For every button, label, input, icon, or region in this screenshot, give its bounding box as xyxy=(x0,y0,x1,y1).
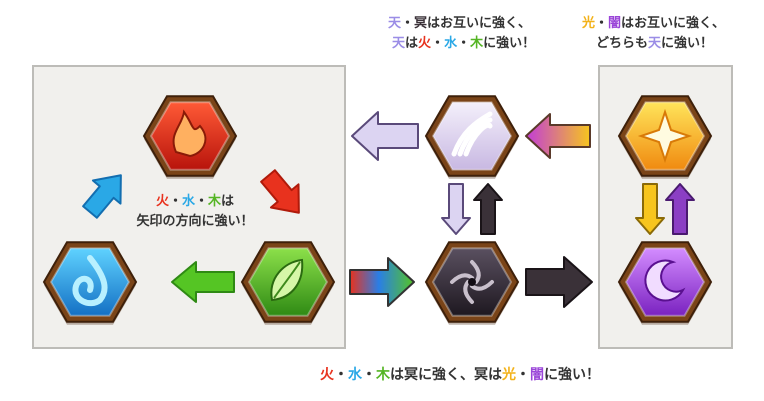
sep: ・ xyxy=(431,36,445,51)
arrow-dark-to-shadow-icon xyxy=(525,256,593,308)
wood-gem xyxy=(240,241,336,325)
arrow-sky-to-dark-icon xyxy=(441,183,471,235)
water-gem xyxy=(42,241,138,325)
caption-triangle-line1: 火・水・木は xyxy=(120,192,270,212)
caption-sky-dark-line1: 天・冥はお互いに強く、 xyxy=(388,14,535,34)
caption-sky-dark: 天・冥はお互いに強く、 天は火・水・木に強い！ xyxy=(388,14,535,54)
caption-text: は xyxy=(221,194,235,209)
water-label: 水 xyxy=(444,36,458,51)
caption-text: は xyxy=(405,36,419,51)
caption-bottom: 火・水・木は冥に強く、冥は光・闇に強い！ xyxy=(320,365,600,385)
wood-symbol-icon xyxy=(270,258,304,302)
shadow-gem xyxy=(617,241,713,325)
arrow-wood-to-water-icon xyxy=(171,261,235,303)
caption-sky-dark-line2: 天は火・水・木に強い！ xyxy=(388,34,535,54)
arrow-light-to-shadow-icon xyxy=(635,183,665,235)
arrow-light-to-sky-icon xyxy=(525,113,591,159)
wood-label: 木 xyxy=(470,36,484,51)
sep: ・ xyxy=(362,367,376,383)
sep: ・ xyxy=(168,194,182,209)
sky-symbol-icon xyxy=(451,111,493,157)
fire-label: 火 xyxy=(418,36,432,51)
arrow-shadow-to-light-icon xyxy=(665,183,695,235)
light-label: 光 xyxy=(582,16,596,31)
caption-triangle: 火・水・木は 矢印の方向に強い！ xyxy=(120,192,270,232)
caption-light-shadow-line2: どちらも天に強い！ xyxy=(582,34,725,54)
sky-label: 天 xyxy=(388,16,402,31)
sep: ・ xyxy=(401,16,415,31)
fire-gem xyxy=(142,95,238,179)
wood-label: 木 xyxy=(208,194,222,209)
dark-symbol-icon xyxy=(450,260,494,304)
caption-text: どちらも xyxy=(596,36,649,51)
dark-label: 冥 xyxy=(414,16,428,31)
caption-text: は冥に強く、冥は xyxy=(390,367,502,383)
sep: ・ xyxy=(516,367,530,383)
caption-text: に強い！ xyxy=(483,36,536,51)
sep: ・ xyxy=(195,194,209,209)
light-symbol-icon xyxy=(637,108,693,164)
arrow-sky-to-triangle-icon xyxy=(351,111,419,161)
light-label: 光 xyxy=(502,367,516,383)
wood-label: 木 xyxy=(376,367,390,383)
shadow-label: 闇 xyxy=(530,367,544,383)
caption-light-shadow: 光・闇はお互いに強く、 どちらも天に強い！ xyxy=(582,14,725,54)
caption-light-shadow-line1: 光・闇はお互いに強く、 xyxy=(582,14,725,34)
caption-text: に強い！ xyxy=(661,36,714,51)
dark-gem xyxy=(424,241,520,325)
fire-label: 火 xyxy=(155,194,169,209)
arrow-water-to-fire-icon xyxy=(82,174,122,219)
water-symbol-icon xyxy=(72,255,108,307)
sky-label: 天 xyxy=(648,36,662,51)
sky-label: 天 xyxy=(392,36,406,51)
water-label: 水 xyxy=(348,367,362,383)
sky-gem xyxy=(424,95,520,179)
shadow-symbol-icon xyxy=(644,259,686,302)
sep: ・ xyxy=(457,36,471,51)
fire-label: 火 xyxy=(320,367,334,383)
water-label: 水 xyxy=(181,194,195,209)
caption-text: はお互いに強く、 xyxy=(621,16,726,31)
arrow-fire-to-wood-icon xyxy=(260,169,300,214)
shadow-label: 闇 xyxy=(608,16,622,31)
caption-text: に強い！ xyxy=(544,367,600,383)
caption-text: はお互いに強く、 xyxy=(427,16,532,31)
light-gem xyxy=(617,95,713,179)
arrow-triangle-to-dark-icon xyxy=(349,257,415,307)
fire-symbol-icon xyxy=(172,109,207,158)
arrow-dark-to-sky-icon xyxy=(473,183,503,235)
sep: ・ xyxy=(334,367,348,383)
caption-triangle-line2: 矢印の方向に強い！ xyxy=(136,214,254,229)
sep: ・ xyxy=(595,16,609,31)
